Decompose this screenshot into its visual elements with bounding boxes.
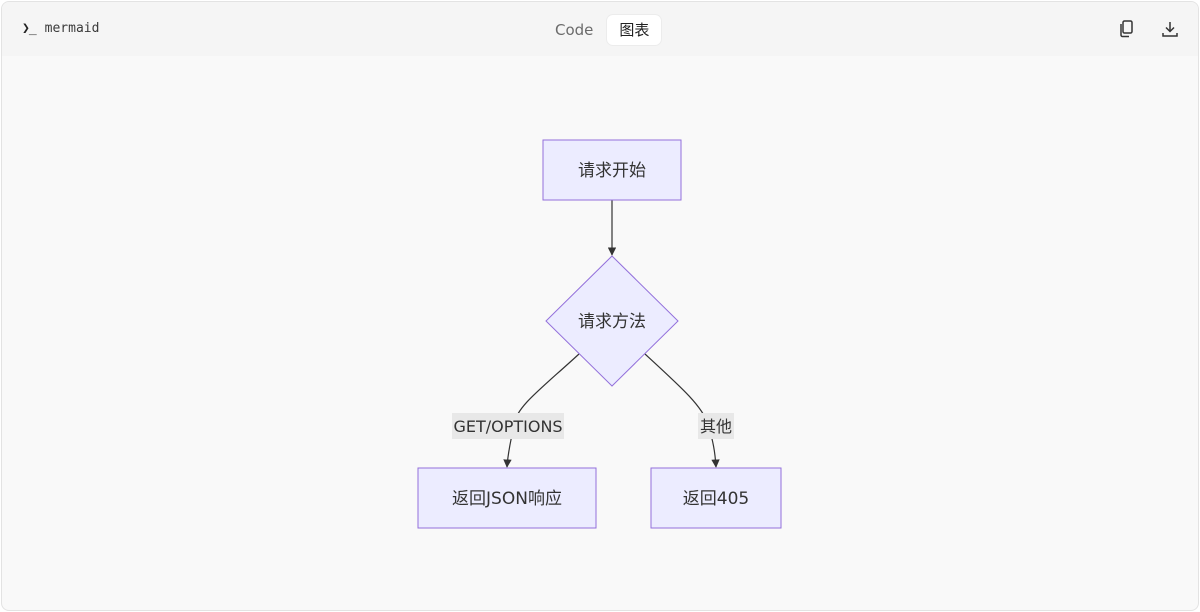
node-return-json: 返回JSON响应 [417,467,597,529]
copy-button[interactable] [1116,18,1138,40]
download-icon [1162,22,1178,37]
language-label: mermaid [44,21,100,36]
edge-decision-to-json [503,353,580,468]
node-request-method-decision: 请求方法 [545,255,679,387]
node-label: 返回JSON响应 [452,489,562,509]
view-tabs: Code 图表 [543,15,662,45]
edge-label-other: 其他 [698,413,734,439]
node-label: 请求方法 [578,312,646,332]
tab-diagram[interactable]: 图表 [607,15,662,45]
edge-label-text: 其他 [700,417,732,436]
tab-code[interactable]: Code [555,21,594,39]
edge-label-text: GET/OPTIONS [453,417,562,436]
node-label: 请求开始 [578,161,646,181]
copy-icon [1120,20,1133,38]
node-request-start: 请求开始 [542,139,682,201]
diagram-canvas: GET/OPTIONS 其他 请求开始 请求方法 返回JSON响应 [2,56,1198,610]
download-button[interactable] [1159,18,1181,40]
node-return-405: 返回405 [650,467,782,529]
code-block-toolbar: ❯_ mermaid Code 图表 [2,2,1198,56]
edge-decision-to-405 [644,353,720,468]
terminal-prompt-icon: ❯_ [22,21,37,36]
mermaid-flowchart: GET/OPTIONS 其他 请求开始 请求方法 返回JSON响应 [417,139,782,529]
edge-label-get-options: GET/OPTIONS [452,413,564,439]
node-label: 返回405 [683,489,749,509]
language-indicator: ❯_ mermaid [22,21,99,36]
